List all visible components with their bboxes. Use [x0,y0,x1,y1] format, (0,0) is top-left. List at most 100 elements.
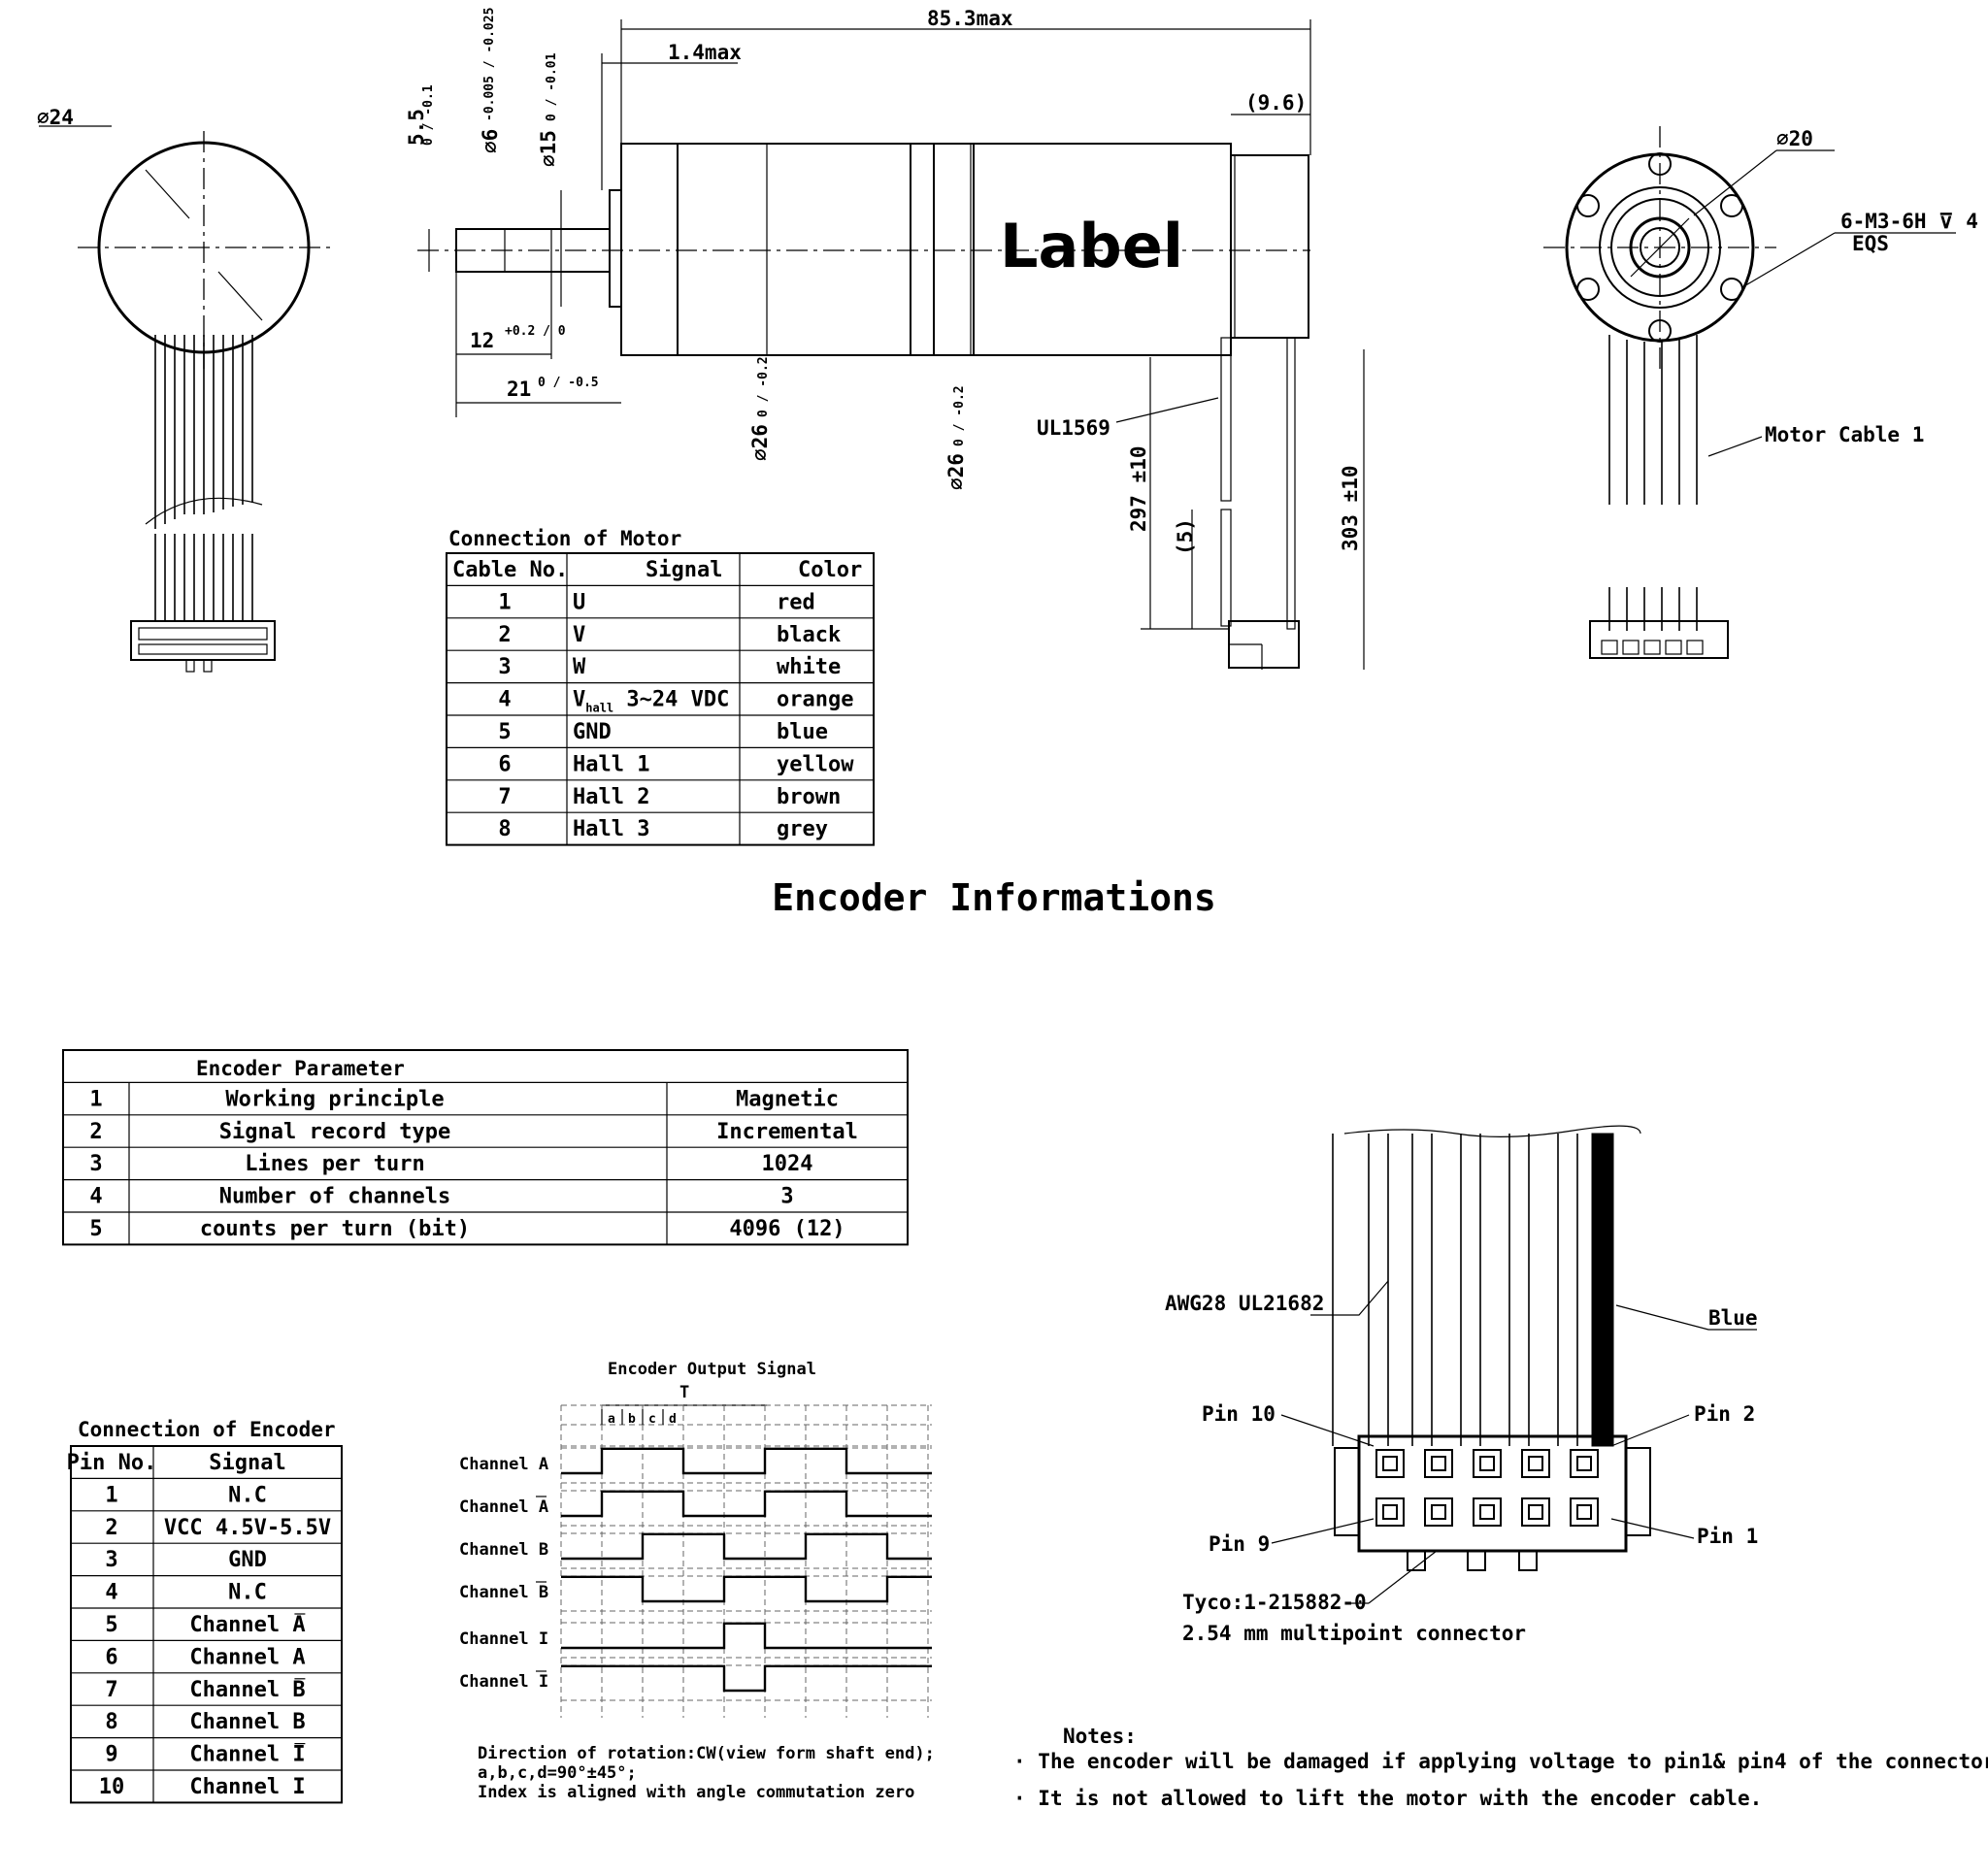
phase-label: b [628,1412,636,1427]
channel-label: Channel B [459,1540,548,1560]
signal-waveform [561,1622,932,1650]
signal-waveform [561,1490,932,1518]
connector-pin-contact [1431,1504,1446,1520]
pin-grid [1375,1449,1599,1527]
connector-pin [1375,1497,1405,1527]
left-diameter-label: ∅24 [37,106,74,129]
body-dia-1-dim: ∅26 [748,424,772,461]
channel-label: Channel B [459,1583,548,1602]
cable-length-1-dim: 297 ±10 [1127,445,1150,532]
shaft-flat-dim: 5.5 [405,109,428,146]
encoder-table-signal: Channel B [189,1710,305,1734]
motor-table-header: Color [798,558,862,582]
motor-table-color: blue [777,720,828,744]
connector-pin [1424,1449,1453,1478]
channel-label: Channel A [459,1497,548,1517]
encoder-table-pin: 4 [105,1581,117,1605]
connector-pin [1424,1497,1453,1527]
motor-table-cable-no: 6 [498,752,511,776]
channel-label: Channel A [459,1455,548,1474]
connector-pin-contact [1382,1504,1398,1520]
motor-table-signal: Hall 3 [573,817,649,841]
connector-pin-contact [1479,1456,1495,1471]
param-row-name: Lines per turn [245,1152,424,1176]
connector-length-dim: (9.6) [1245,91,1307,115]
notes-title: Notes: [1063,1725,1137,1748]
flange-offset-dim: 1.4max [668,41,742,64]
signal-waveform [561,1532,932,1561]
param-row-no: 5 [89,1217,102,1241]
param-row-name: Working principle [225,1087,444,1111]
param-row-value: 4096 (12) [729,1217,845,1241]
signal-waveform [561,1664,932,1693]
connector-pin-contact [1431,1456,1446,1471]
param-row-value: Incremental [716,1120,858,1144]
param-row-value: Magnetic [736,1087,839,1111]
blue-wire-label: Blue [1708,1306,1758,1330]
connector-pin [1521,1497,1550,1527]
connector-pin-contact [1528,1504,1543,1520]
motor-table-color: grey [777,817,828,841]
param-row-name: Signal record type [219,1120,450,1144]
motor-table-signal: U [573,590,585,614]
strip-length-dim: (5) [1174,518,1197,555]
motor-table-signal: V [573,623,585,647]
shaft-flat-tol: 0 / -0.1 [421,84,436,146]
encoder-table-header: Pin No. [67,1451,157,1475]
signal-waveform [561,1447,932,1475]
motor-table-color: orange [777,688,853,712]
signal-note-1: Direction of rotation:CW(view form shaft… [478,1744,935,1763]
pilot-dia-tol: 0 / -0.01 [545,52,559,121]
motor-table-cable-no: 4 [498,688,511,712]
flat-length-dim: 12 [470,329,494,352]
wire-type-label: AWG28 UL21682 [1165,1292,1324,1315]
encoder-table-pin: 6 [105,1645,117,1669]
connector-pin-contact [1528,1456,1543,1471]
pin9-label: Pin 9 [1209,1532,1270,1556]
body-dia-2-dim: ∅26 [944,453,968,490]
connector-pin [1473,1497,1502,1527]
phase-label: c [648,1412,656,1427]
motor-table-color: red [777,590,815,614]
motor-cable-label: Motor Cable 1 [1765,423,1924,446]
encoder-table-signal: N.C [228,1581,267,1605]
param-row-no: 1 [89,1087,102,1111]
motor-table-color: brown [777,785,841,809]
signal-note-2: a,b,c,d=90°±45°; [478,1763,637,1783]
encoder-table-signal: GND [228,1548,267,1572]
connector-pin [1570,1449,1599,1478]
pin2-label: Pin 2 [1694,1402,1755,1426]
motor-table-color: yellow [777,752,854,776]
cable-type-label: UL1569 [1037,416,1110,440]
encoder-table-signal: Channel A [189,1645,305,1669]
signal-waveform [561,1575,932,1603]
mount-hole-label: 6-M3-6H ⊽ 4 [1840,210,1978,233]
connector-pin [1521,1449,1550,1478]
encoder-table-signal: N.C [228,1483,267,1507]
encoder-table-pin: 5 [105,1613,117,1637]
encoder-table-pin: 2 [105,1516,117,1540]
flat-length-tol: +0.2 / 0 [505,324,566,339]
encoder-table-signal: Channel I [189,1775,305,1799]
signal-note-3: Index is aligned with angle commutation … [478,1783,914,1802]
connector-pin-contact [1479,1504,1495,1520]
motor-table-caption: Connection of Motor [448,527,681,550]
motor-table-cable-no: 7 [498,785,511,809]
motor-table-header: Cable No. [452,558,568,582]
param-row-no: 3 [89,1152,102,1176]
pin1-label: Pin 1 [1697,1525,1758,1548]
encoder-table-pin: 3 [105,1548,117,1572]
blue-wire [1591,1133,1614,1447]
motor-table-signal: Vhall 3~24 VDC [573,688,729,715]
note-item-1: · The encoder will be damaged if applyin… [1013,1750,1988,1773]
connector-pin [1473,1449,1502,1478]
motor-table-cable-no: 8 [498,817,511,841]
param-row-name: Number of channels [219,1185,450,1209]
left-end-view: ∅24 [37,106,330,673]
